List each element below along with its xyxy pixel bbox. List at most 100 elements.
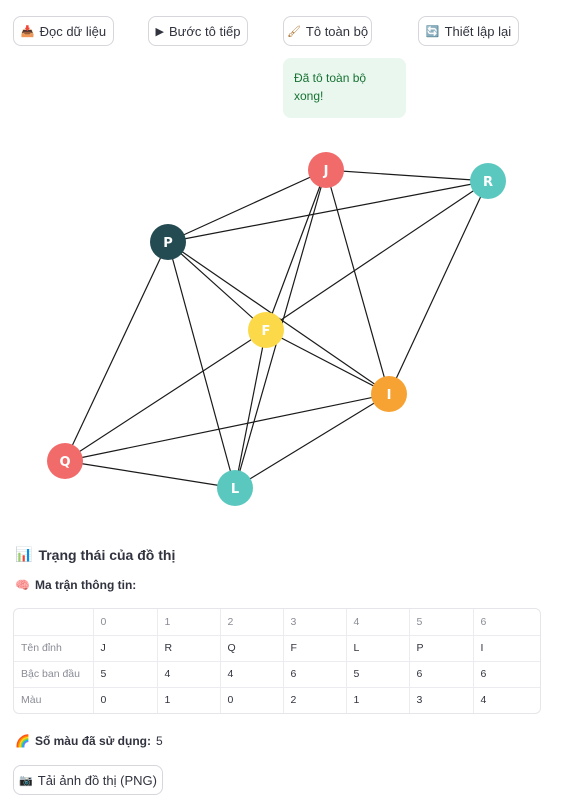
edge-J-F [265, 169, 327, 331]
reset-label: Thiết lập lại [444, 23, 512, 39]
edge-I-L [234, 393, 390, 489]
edge-I-Q [64, 393, 390, 462]
table-cell: 4 [480, 694, 487, 707]
table-row-header: Tên đỉnh [14, 635, 94, 662]
table-cell: 6 [283, 661, 347, 688]
graph-node-F: F [248, 312, 284, 348]
graph-state-heading: 📊 Trạng thái của đồ thị [15, 547, 175, 563]
rainbow-icon: 🌈 [15, 734, 30, 748]
download-png-button[interactable]: 📷 Tải ảnh đồ thị (PNG) [13, 765, 163, 795]
table-cell: 6 [409, 661, 474, 688]
table-cell: 6 [473, 661, 540, 688]
edge-R-F [265, 180, 489, 331]
bar-chart-icon: 📊 [15, 547, 33, 563]
play-icon: ▶ [155, 24, 165, 38]
success-alert: Đã tô toàn bộ xong! [283, 58, 406, 118]
colors-used-summary: 🌈 Số màu đã sử dụng: 5 [15, 734, 163, 748]
matrix-heading: 🧠 Ma trận thông tin: [15, 578, 136, 592]
success-message: Đã tô toàn bộ xong! [294, 71, 367, 103]
table-cell: L [346, 635, 410, 662]
edge-F-Q [64, 329, 267, 462]
edge-P-F [167, 241, 267, 331]
inbox-tray-icon: 📥 [20, 24, 35, 38]
table-cell: I [473, 635, 540, 662]
table-cell: 1 [157, 687, 221, 713]
table-header-cell: 5 [409, 609, 474, 636]
edge-P-L [167, 241, 236, 489]
download-png-label: Tải ảnh đồ thị (PNG) [37, 772, 157, 788]
table-row: Màu 0 1 0 2 1 3 4 [14, 687, 540, 713]
table-header-cell [14, 609, 94, 636]
node-circle [371, 376, 407, 412]
next-step-label: Bước tô tiếp [169, 23, 241, 39]
read-data-button[interactable]: 📥 Đọc dữ liệu [13, 16, 114, 46]
node-label: I [387, 388, 392, 403]
table-cell: F [283, 635, 347, 662]
color-all-button[interactable]: 🖌 Tô toàn bộ [283, 16, 372, 46]
table-cell: J [93, 635, 158, 662]
edge-R-I [388, 180, 489, 395]
refresh-icon: 🔄 [425, 24, 440, 38]
node-circle [248, 312, 284, 348]
color-all-label: Tô toàn bộ [305, 23, 369, 39]
table-header-cell: 4 [346, 609, 410, 636]
table-cell: 5 [93, 661, 158, 688]
brush-icon: 🖌 [286, 24, 301, 38]
edge-J-P [167, 169, 327, 243]
table-header-cell: 1 [157, 609, 221, 636]
graph-node-R: R [470, 163, 506, 199]
read-data-label: Đọc dữ liệu [39, 23, 107, 39]
table-cell: Q [220, 635, 284, 662]
table-cell: 0 [220, 687, 284, 713]
table-cell: 2 [283, 687, 347, 713]
table-cell: P [409, 635, 474, 662]
edge-F-I [265, 329, 390, 395]
node-label: R [483, 175, 493, 190]
table-cell: 4 [220, 661, 284, 688]
node-circle [217, 470, 253, 506]
table-header-cell: 3 [283, 609, 347, 636]
node-label: L [231, 482, 239, 497]
table-cell: 3 [409, 687, 474, 713]
reset-button[interactable]: 🔄 Thiết lập lại [418, 16, 519, 46]
table-row: Bậc ban đầu 5 4 4 6 5 6 6 [14, 661, 540, 688]
colors-used-label: Số màu đã sử dụng: [34, 734, 151, 748]
table-cell: R [157, 635, 221, 662]
graph-node-L: L [217, 470, 253, 506]
edge-P-Q [64, 241, 169, 462]
node-label: Q [59, 455, 70, 470]
camera-icon: 📷 [19, 773, 33, 787]
table-header-cell: 6 [473, 609, 540, 636]
graph-node-J: J [308, 152, 344, 188]
info-matrix-table: 0 1 2 3 4 5 6 Tên đỉnh J R Q F L P I Bậc… [13, 608, 541, 714]
table-cell: 5 [346, 661, 410, 688]
table-cell: 4 [157, 661, 221, 688]
table-header-cell: 2 [220, 609, 284, 636]
graph-state-title: Trạng thái của đồ thị [38, 547, 176, 563]
graph-canvas: J R P F I Q L [47, 152, 506, 506]
table-header-cell: 0 [93, 609, 158, 636]
edge-Q-L [64, 460, 236, 489]
table-cell: 0 [93, 687, 158, 713]
edge-R-P [167, 180, 489, 243]
edge-J-I [325, 169, 390, 395]
graph-nodes: J R P F I Q L [47, 152, 506, 506]
brain-icon: 🧠 [15, 578, 30, 592]
node-circle [47, 443, 83, 479]
table-row-header: Bậc ban đầu [14, 661, 94, 688]
next-step-button[interactable]: ▶ Bước tô tiếp [148, 16, 248, 46]
table-header-row: 0 1 2 3 4 5 6 [14, 609, 540, 636]
node-label: P [163, 236, 173, 251]
graph-node-I: I [371, 376, 407, 412]
table-cell: 1 [346, 687, 410, 713]
graph-node-Q: Q [47, 443, 83, 479]
graph-node-P: P [150, 224, 186, 260]
table-row: Tên đỉnh J R Q F L P I [14, 635, 540, 662]
edge-F-L [234, 329, 267, 489]
node-circle [308, 152, 344, 188]
table-row-header: Màu [14, 687, 94, 713]
edge-J-R [325, 169, 489, 182]
node-label: J [323, 164, 329, 179]
node-circle [470, 163, 506, 199]
node-label: F [262, 324, 271, 339]
